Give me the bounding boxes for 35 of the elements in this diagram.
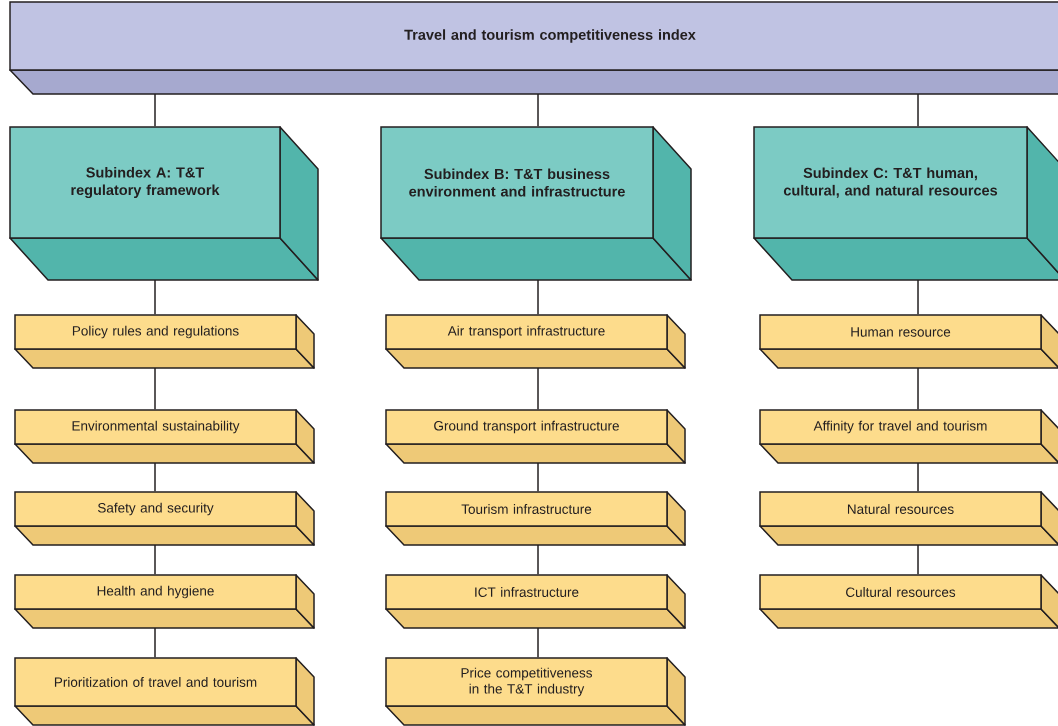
subindex-box: Subindex C: T&T human, cultural, and natural resources (753, 126, 1058, 281)
connector-line (537, 627, 539, 658)
connector-line (154, 544, 156, 575)
index-box: Travel and tourism competitiveness index (9, 1, 1058, 95)
pillar-box: Price competitiveness in the T&T industry (385, 657, 686, 726)
connector-line (154, 279, 156, 315)
connector-line (537, 462, 539, 492)
connector-line (917, 367, 919, 410)
connector-line (537, 367, 539, 410)
connector-line (154, 93, 156, 127)
subindex-box: Subindex B: T&T business environment and infrastructure (380, 126, 692, 281)
pillar-box: Tourism infrastructure (385, 491, 686, 546)
connector-line (917, 279, 919, 315)
pillar-box: ICT infrastructure (385, 574, 686, 629)
pillar-box: Policy rules and regulations (14, 314, 315, 369)
pillar-box: Health and hygiene (14, 574, 315, 629)
pillar-box: Safety and security (14, 491, 315, 546)
connector-line (917, 93, 919, 127)
connector-line (154, 462, 156, 492)
pillar-box: Ground transport infrastructure (385, 409, 686, 464)
pillar-box: Prioritization of travel and tourism (14, 657, 315, 726)
connector-line (537, 93, 539, 127)
connector-line (537, 544, 539, 575)
connector-line (917, 544, 919, 575)
pillar-box: Cultural resources (759, 574, 1058, 629)
connector-line (154, 367, 156, 410)
connector-line (537, 279, 539, 315)
subindex-box: Subindex A: T&T regulatory framework (9, 126, 319, 281)
pillar-box: Natural resources (759, 491, 1058, 546)
pillar-box: Human resource (759, 314, 1058, 369)
connector-line (917, 462, 919, 492)
pillar-box: Environmental sustainability (14, 409, 315, 464)
pillar-box: Air transport infrastructure (385, 314, 686, 369)
pillar-box: Affinity for travel and tourism (759, 409, 1058, 464)
connector-line (154, 627, 156, 658)
